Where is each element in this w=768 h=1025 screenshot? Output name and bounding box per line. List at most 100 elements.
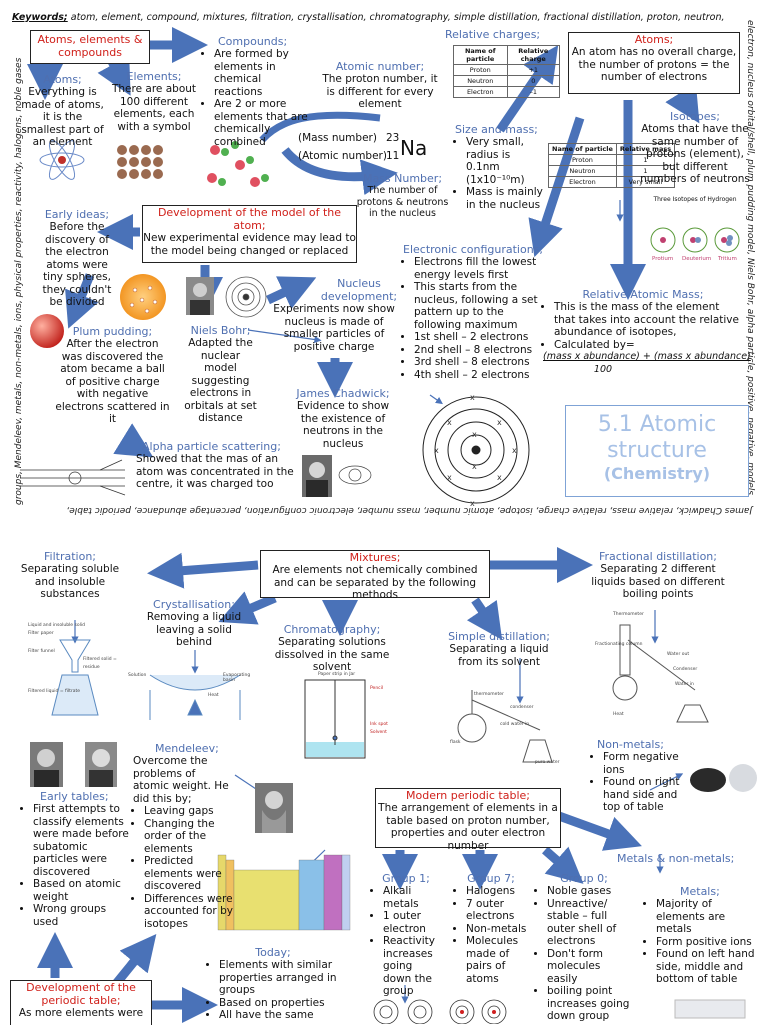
development-text: New experimental evidence may lead to th… <box>143 232 356 257</box>
today-item: Elements with similar properties arrange… <box>219 959 338 997</box>
fractional-distillation-heading: Fractional distillation; <box>599 550 717 563</box>
early-ideas-heading: Early ideas; <box>44 208 110 221</box>
electronic-config-item: This starts from the nucleus, following … <box>414 281 553 331</box>
size-mass-list: Very small, radius is 0.1nm (1x10⁻¹⁰m) M… <box>455 136 545 211</box>
chromatography-section: Chromatography; Separating solutions dis… <box>268 623 396 674</box>
relative-charges-heading: Relative charges; <box>445 28 541 41</box>
filtration-apparatus-picture <box>51 639 99 716</box>
niels-bohr-text: Adapted the nuclear model suggesting ele… <box>184 337 257 424</box>
group-atoms-picture <box>373 999 507 1024</box>
atoms-right-heading: Atoms; <box>634 33 674 46</box>
group0-item: Noble gases <box>547 885 632 898</box>
relative-atomic-mass-section: Relative Atomic Mass; This is the mass o… <box>543 288 751 376</box>
group0-section: Group 0; Noble gases Unreactive/ stable … <box>536 872 632 1023</box>
alpha-text: Showed that the mas of an atom was conce… <box>136 453 294 490</box>
modern-table-box: Modern periodic table; The arrangement o… <box>375 788 561 852</box>
table-cell: Neutron <box>548 165 617 177</box>
size-mass-item: Very small, radius is 0.1nm (1x10⁻¹⁰m) <box>466 136 545 186</box>
fractional-distillation-apparatus-picture <box>612 624 709 723</box>
mendeleev-section: Mendeleev; Overcome the problems of atom… <box>133 742 233 930</box>
fractional-distillation-section: Fractional distillation; Separating 2 di… <box>588 550 728 601</box>
niels-bohr-heading: Niels Bohr; <box>190 324 251 337</box>
apparatus-label: Ink spot <box>370 722 388 727</box>
group7-list: Halogens 7 outer electrons Non-metals Mo… <box>455 885 527 985</box>
filtration-labels: Liquid and insoluble solid Filter paper … <box>28 622 128 696</box>
table-cell: Proton <box>548 154 617 166</box>
svg-text:x: x <box>512 446 517 455</box>
group0-heading: Group 0; <box>560 872 608 885</box>
group1-item: Alkali metals <box>383 885 440 910</box>
mendeleev-item: Differences were accounted for by isotop… <box>144 893 233 931</box>
atoms-elements-heading: Atoms, elements & compounds <box>37 33 143 59</box>
simple-distillation-section: Simple distillation; Separating a liquid… <box>440 630 558 668</box>
plum-pudding-picture <box>120 274 166 320</box>
group1-list: Alkali metals 1 outer electron Reactivit… <box>372 885 440 998</box>
chromatography-heading: Chromatography; <box>283 623 381 636</box>
atomic-number-value: 11 <box>386 150 400 162</box>
nucleus-dev-text: Experiments now show nucleus is made of … <box>273 303 395 353</box>
electronic-config-list: Electrons fill the lowest energy levels … <box>403 256 553 381</box>
niels-bohr-section: Niels Bohr; Adapted the nuclear model su… <box>183 324 258 425</box>
modern-table-text: The arrangement of elements in a table b… <box>378 802 558 852</box>
crystallisation-heading: Crystallisation; <box>153 598 235 611</box>
ram-item: This is the mass of the element that tak… <box>554 301 743 339</box>
table-cell: +1 <box>506 64 561 76</box>
isotope-name: Tritium <box>718 256 737 262</box>
compound-molecules-picture <box>207 141 269 187</box>
dev-table-heading: Development of the periodic table; <box>26 981 136 1007</box>
group7-item: 7 outer electrons <box>466 898 527 923</box>
svg-text:x: x <box>470 499 475 508</box>
filtration-text: Separating soluble and insoluble substan… <box>20 563 120 600</box>
metals-section: Metals; Majority of elements are metals … <box>645 885 755 986</box>
apparatus-label: Filter paper <box>28 631 54 636</box>
svg-text:x: x <box>497 473 502 482</box>
atomic-number-section: Atomic number; The proton number, it is … <box>320 60 440 111</box>
isotopes-heading: Isotopes; <box>670 110 720 123</box>
mixtures-heading: Mixtures; <box>349 551 401 564</box>
atoms-section: Atoms; Everything is made of atoms, it i… <box>20 73 105 149</box>
title-line-2: structure <box>607 438 707 463</box>
apparatus-label: cold water in <box>500 722 530 727</box>
plum-pudding-heading: Plum pudding; <box>72 325 153 338</box>
size-mass-section: Size and mass; Very small, radius is 0.1… <box>455 123 545 211</box>
atoms-right-box: Atoms; An atom has no overall charge, th… <box>568 32 740 94</box>
svg-text:x: x <box>434 446 439 455</box>
table-header: Name of particle <box>548 143 617 155</box>
today-item: Based on properties <box>219 997 338 1010</box>
apparatus-label: pure water <box>535 760 560 765</box>
mendeleev-heading: Mendeleev; <box>155 742 219 755</box>
development-heading: Development of the model of the atom; <box>157 206 342 232</box>
isotopes-section: Isotopes; Atoms that have the same numbe… <box>640 110 750 203</box>
page-title: 5.1 Atomic structure (Chemistry) <box>565 405 749 497</box>
metal-picture <box>674 999 746 1019</box>
shell-item: 1st shell – 2 electrons <box>414 331 553 344</box>
isotopes-text: Atoms that have the same number of proto… <box>640 123 750 185</box>
today-list: Elements with similar properties arrange… <box>208 959 338 1022</box>
size-mass-heading: Size and mass; <box>455 123 538 136</box>
atom-picture <box>39 140 85 180</box>
element-symbol: Na <box>400 136 428 160</box>
early-tables-item: Based on atomic weight <box>33 878 134 903</box>
nucleus-dev-heading: Nucleus development; <box>320 277 398 303</box>
relative-atomic-mass-heading: Relative Atomic Mass; <box>582 288 704 301</box>
group0-item: Unreactive/ stable – full outer shell of… <box>547 898 632 948</box>
svg-text:x: x <box>470 393 475 402</box>
table-cell: Electron <box>453 86 508 98</box>
early-tables-item: Wrong groups used <box>33 903 134 928</box>
group7-section: Group 7; Halogens 7 outer electrons Non-… <box>455 872 527 985</box>
mendeleev-item: Leaving gaps <box>144 805 233 818</box>
formula-bottom: 100 <box>593 363 613 375</box>
early-ideas-text: Before the discovery of the electron ato… <box>42 221 112 308</box>
apparatus-label: thermometer <box>474 692 504 697</box>
chadwick-heading: James Chadwick; <box>296 387 390 400</box>
crystallisation-apparatus-picture <box>149 674 241 720</box>
shell-item: 3rd shell – 8 electrons <box>414 356 553 369</box>
group0-item: Don't form molecules easily <box>547 948 632 986</box>
svg-text:x: x <box>472 462 477 471</box>
compounds-heading: Compounds; <box>218 35 288 48</box>
solid-sphere-picture <box>30 314 64 348</box>
non-metals-heading: Non-metals; <box>597 738 664 751</box>
mass-number-text: The number of protons & neutrons in the … <box>356 185 449 219</box>
